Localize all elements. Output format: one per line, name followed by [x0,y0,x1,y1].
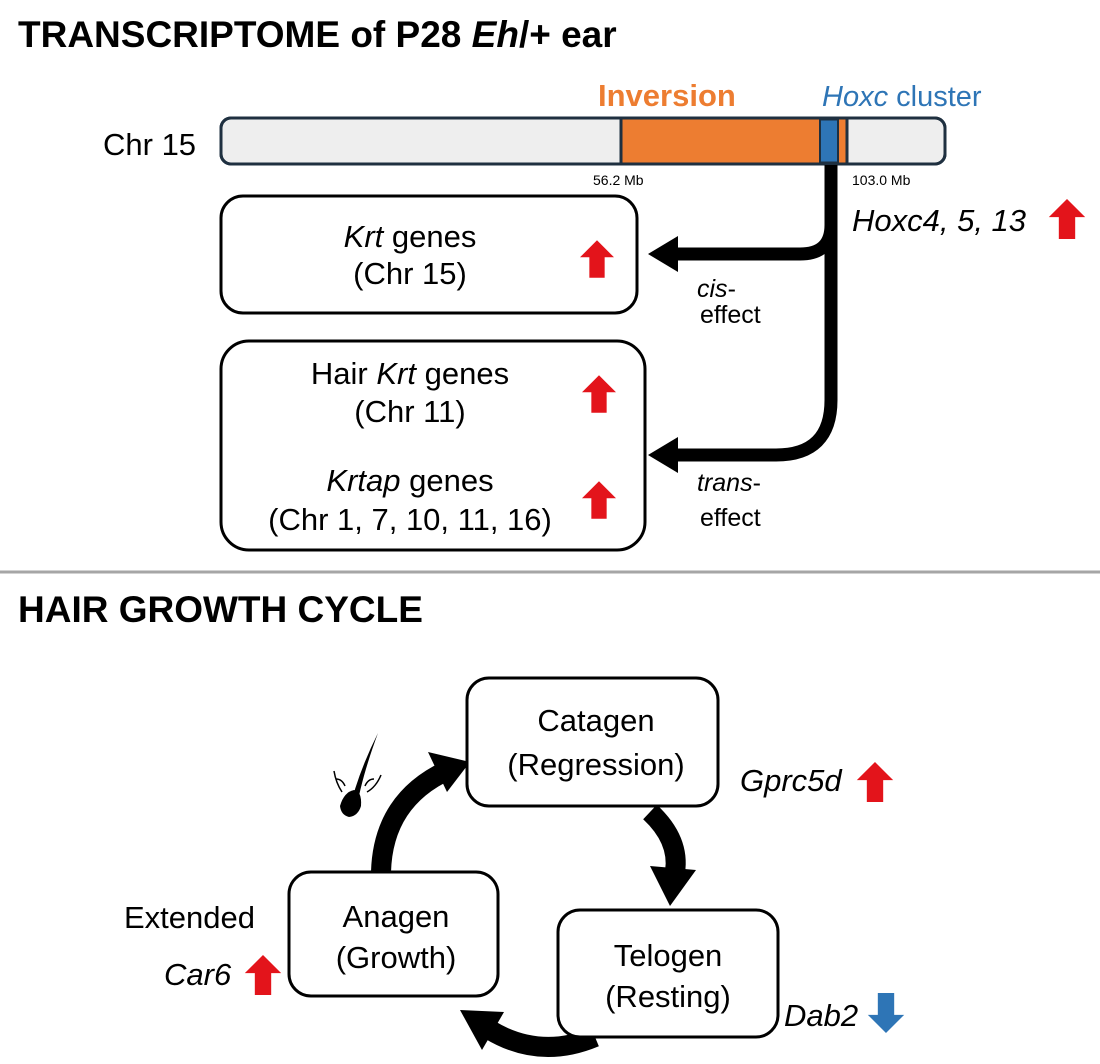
krtap-line1: Krtap genes [326,463,493,498]
section-title-hair-cycle: HAIR GROWTH CYCLE [18,589,423,630]
cycle-arrow-telogen-to-anagen [484,1021,599,1057]
hair-krt-box [219,339,647,552]
telogen-label: Telogen [614,938,723,973]
trans-connector [672,225,838,462]
cis-label: cis- [697,275,736,303]
cycle-arrowhead-icon [428,752,470,792]
cis-connector [672,165,838,261]
up-arrow-icon [856,762,894,802]
trans-arrowhead-icon [648,437,678,473]
section-title-transcriptome: TRANSCRIPTOME of P28 Eh/+ ear [18,14,617,55]
up-arrow-icon [244,955,282,995]
hair-follicle-icon [333,733,382,817]
krt-genes-box [219,194,639,315]
inversion-label: Inversion [598,78,736,113]
marker-left: 56.2 Mb [593,172,644,188]
cis-arrowhead-icon [648,236,678,272]
gene-gprc5d: Gprc5d [740,763,843,798]
catagen-box [465,676,720,808]
trans-label: trans- [697,469,761,497]
extended-label: Extended [124,900,255,935]
cycle-arrowhead-icon [650,866,696,906]
up-arrow-icon [1048,199,1086,239]
telogen-sublabel: (Resting) [605,979,731,1014]
catagen-sublabel: (Regression) [507,747,684,782]
hair-krt-line2: (Chr 11) [354,394,465,429]
hoxc-genes-label: Hoxc4, 5, 13 [852,203,1026,238]
anagen-sublabel: (Growth) [336,940,457,975]
cis-effect-label: effect [700,301,761,329]
hair-krt-line1: Hair Krt genes [311,356,509,391]
krt-genes-line2: (Chr 15) [353,256,467,291]
cycle-arrow-anagen-to-catagen [371,760,453,873]
cycle-arrowhead-icon [460,1010,504,1050]
trans-effect-label: effect [700,504,761,532]
cycle-arrow-catagen-to-telogen [642,804,686,874]
catagen-label: Catagen [537,703,654,738]
anagen-box [287,870,500,998]
hoxc-region [819,118,839,164]
chromosome-label: Chr 15 [103,127,196,162]
marker-right: 103.0 Mb [852,172,911,188]
krtap-line2: (Chr 1, 7, 10, 11, 16) [268,502,552,537]
anagen-label: Anagen [343,899,450,934]
chromosome-outline [219,116,947,166]
hoxc-cluster-label: Hoxc cluster [822,81,982,113]
telogen-box [556,908,780,1039]
krt-genes-line1: Krt genes [344,219,477,254]
gene-car6: Car6 [164,957,232,992]
down-arrow-icon [867,993,905,1033]
inversion-region [621,119,847,163]
gene-dab2: Dab2 [784,998,858,1033]
